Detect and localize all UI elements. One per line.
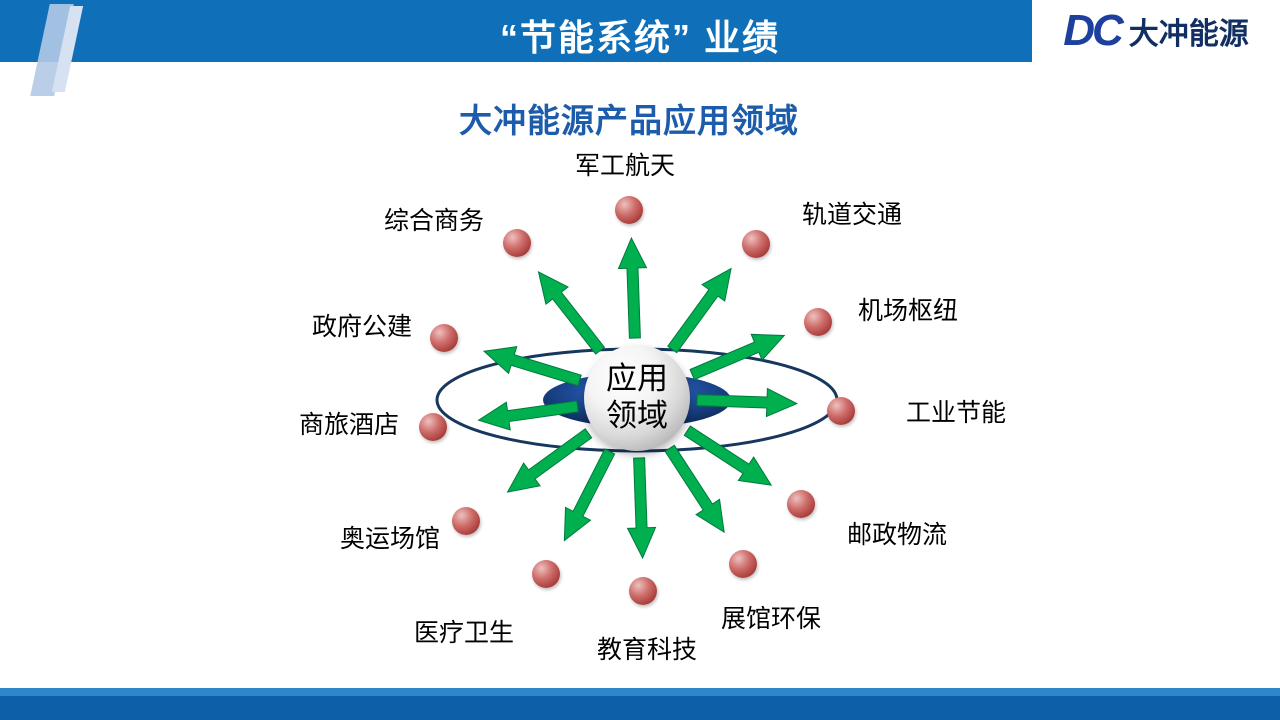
node-sphere-9	[452, 507, 480, 535]
center-sphere: 应用 领域	[584, 345, 690, 451]
node-label-1: 军工航天	[574, 151, 676, 180]
arrow-icon	[667, 267, 732, 354]
node-label-12: 综合商务	[383, 206, 485, 235]
node-label-3: 机场枢纽	[857, 296, 959, 325]
node-label-10: 商旅酒店	[298, 410, 400, 439]
company-name: 大冲能源	[1128, 18, 1249, 51]
node-label-9: 奥运场馆	[339, 524, 441, 553]
node-sphere-11	[430, 324, 458, 352]
node-sphere-1	[615, 196, 643, 224]
node-sphere-6	[729, 550, 757, 578]
arrow-icon	[683, 425, 773, 486]
node-sphere-7	[629, 577, 657, 605]
arrow-icon	[537, 270, 606, 355]
arrow-icon	[563, 448, 616, 542]
center-label-line1: 应用	[606, 361, 668, 398]
node-label-11: 政府公建	[311, 312, 413, 341]
arrow-icon	[626, 457, 657, 560]
arrow-icon	[689, 333, 786, 381]
arrow-icon	[506, 428, 593, 493]
node-sphere-5	[787, 490, 815, 518]
center-label-line2: 领域	[606, 398, 668, 434]
dc-logo: DC	[1063, 6, 1124, 55]
node-sphere-8	[532, 560, 560, 588]
arrow-icon	[617, 236, 648, 339]
node-sphere-12	[503, 229, 531, 257]
node-label-2: 轨道交通	[801, 200, 903, 229]
node-sphere-3	[804, 308, 832, 336]
node-label-8: 医疗卫生	[413, 618, 515, 647]
header-bar: “节能系统” 业绩 DC 大冲能源	[0, 0, 1280, 62]
page-title: 大冲能源产品应用领域	[459, 102, 799, 139]
arrow-icon	[477, 400, 579, 431]
node-sphere-4	[827, 397, 855, 425]
node-sphere-2	[742, 230, 770, 258]
node-label-4: 工业节能	[905, 398, 1007, 427]
node-sphere-10	[419, 413, 447, 441]
header-title: “节能系统” 业绩	[499, 17, 780, 58]
logo-panel: DC 大冲能源	[1032, 0, 1280, 62]
footer-bar	[0, 688, 1280, 720]
arrow-icon	[482, 345, 582, 387]
arrow-icon	[664, 444, 725, 534]
node-label-6: 展馆环保	[720, 604, 822, 633]
node-label-7: 教育科技	[596, 635, 698, 664]
arrow-icon	[696, 387, 799, 418]
node-label-5: 邮政物流	[846, 520, 948, 549]
